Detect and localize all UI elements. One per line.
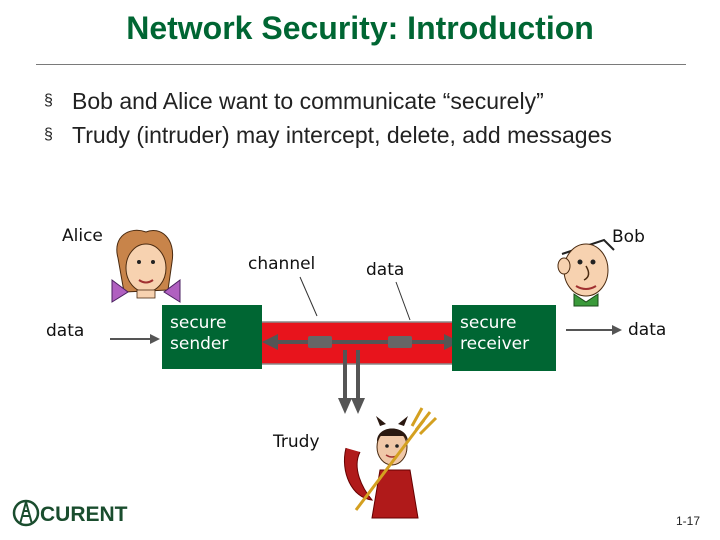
data-pointer-line [395,281,411,321]
bullet-mark: § [44,126,53,143]
slide-title: Network Security: Introduction [126,10,594,46]
bullet-text: Trudy (intruder) may intercept, delete, … [72,122,612,148]
secure-receiver-box: secure receiver [452,305,556,371]
channel-pointer-line [299,276,318,317]
bullet-item: § Trudy (intruder) may intercept, delete… [44,120,684,150]
bullet-mark: § [44,92,53,109]
trudy-label: Trudy [273,432,320,452]
secure-sender-box: secure sender [162,305,262,369]
data-label-middle: data [366,260,405,280]
page-number: 1-17 [675,514,700,528]
bob-label: Bob [612,227,645,247]
trudy-tap-arrows [338,350,365,414]
alice-figure [111,229,181,303]
channel-label: channel [248,254,316,274]
logo-text: CURENT [40,503,128,526]
left-data-arrow [110,334,160,344]
title-divider [36,64,686,65]
right-data-arrow [566,325,622,335]
bob-figure [557,238,615,307]
alice-label: Alice [62,226,103,246]
trudy-figure [344,407,438,519]
curent-logo: CURENT [12,496,152,530]
bullet-list: § Bob and Alice want to communicate “sec… [44,86,684,154]
logo-mark-icon: CURENT [12,499,128,527]
bullet-text: Bob and Alice want to communicate “secur… [72,88,544,114]
data-label-left: data [46,321,85,341]
bullet-item: § Bob and Alice want to communicate “sec… [44,86,684,116]
data-label-right: data [628,320,667,340]
